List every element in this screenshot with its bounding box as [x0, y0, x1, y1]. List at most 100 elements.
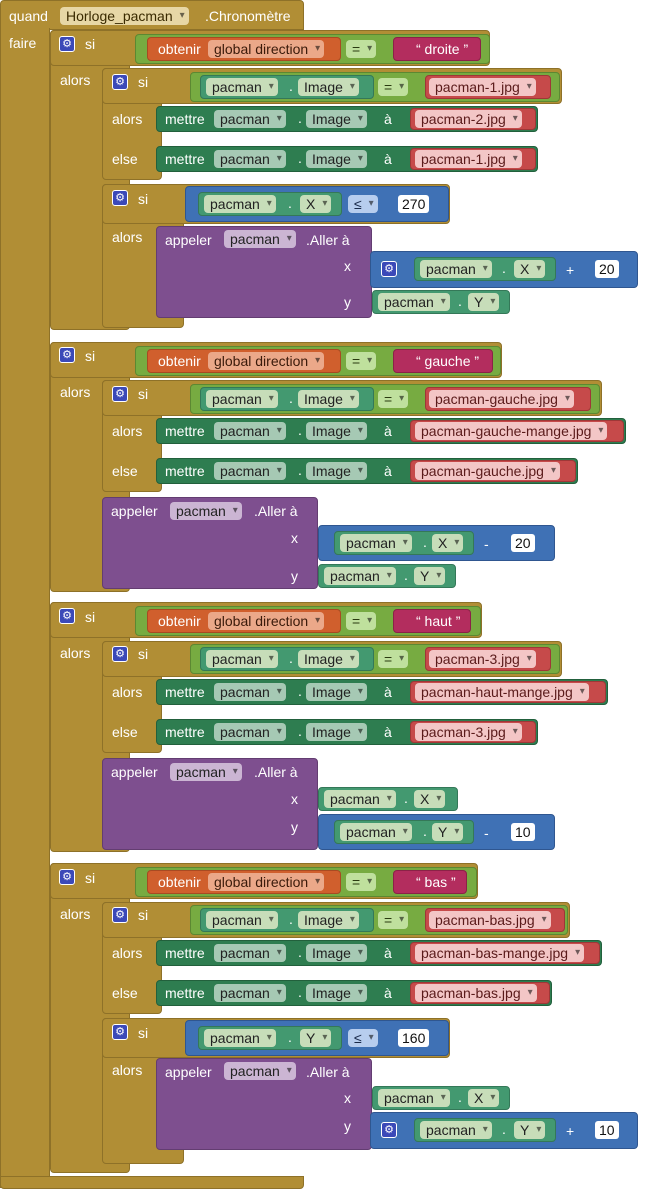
property-dropdown[interactable]: X: [432, 534, 464, 552]
property-dropdown[interactable]: Image: [306, 944, 367, 962]
gear-icon[interactable]: ⚙: [112, 907, 128, 923]
property-dropdown[interactable]: X: [468, 1089, 500, 1107]
compare-operator-dropdown[interactable]: =: [346, 612, 377, 630]
variable-dropdown[interactable]: global direction: [208, 873, 325, 891]
event-component-dropdown[interactable]: Horloge_pacman: [60, 7, 189, 25]
component-dropdown[interactable]: pacman: [214, 462, 286, 480]
gear-icon[interactable]: ⚙: [112, 74, 128, 90]
gear-icon[interactable]: ⚙: [112, 386, 128, 402]
image-asset-dropdown[interactable]: pacman-haut-mange.jpg: [415, 683, 589, 701]
image-asset-dropdown[interactable]: pacman-bas.jpg: [429, 911, 551, 929]
component-dropdown[interactable]: pacman: [170, 502, 242, 520]
component-dropdown[interactable]: pacman: [324, 790, 396, 808]
gear-icon[interactable]: ⚙: [381, 261, 397, 277]
image-asset-dropdown[interactable]: pacman-2.jpg: [415, 110, 522, 128]
property-dropdown[interactable]: X: [414, 790, 446, 808]
variable-dropdown[interactable]: global direction: [208, 612, 325, 630]
component-dropdown[interactable]: pacman: [224, 1062, 296, 1080]
gear-icon[interactable]: ⚙: [381, 1122, 397, 1138]
compare-operator-dropdown[interactable]: ≤: [348, 1029, 378, 1047]
variable-dropdown[interactable]: global direction: [208, 40, 325, 58]
component-dropdown[interactable]: pacman: [214, 422, 286, 440]
number-field[interactable]: 10: [511, 823, 535, 841]
compare-operator-dropdown[interactable]: =: [378, 650, 409, 668]
number-field[interactable]: 20: [511, 534, 535, 552]
property-dropdown[interactable]: Y: [514, 1121, 546, 1139]
component-dropdown[interactable]: pacman: [214, 723, 286, 741]
number-field[interactable]: 10: [595, 1121, 619, 1139]
number-field[interactable]: 270: [398, 195, 430, 213]
component-dropdown[interactable]: pacman: [378, 1089, 450, 1107]
component-dropdown[interactable]: pacman: [214, 984, 286, 1002]
property-dropdown[interactable]: Image: [298, 650, 359, 668]
property-dropdown[interactable]: Image: [306, 462, 367, 480]
property-dropdown[interactable]: Y: [432, 823, 464, 841]
number-field[interactable]: 20: [595, 260, 619, 278]
property-dropdown[interactable]: X: [300, 195, 332, 213]
property-dropdown[interactable]: Image: [306, 150, 367, 168]
text-block-haut[interactable]: [393, 609, 471, 633]
image-asset-dropdown[interactable]: pacman-bas-mange.jpg: [415, 944, 585, 962]
event-block-header[interactable]: [0, 0, 304, 30]
component-dropdown[interactable]: pacman: [224, 230, 296, 248]
text-value[interactable]: “ droite ”: [416, 41, 469, 57]
property-dropdown[interactable]: Image: [306, 984, 367, 1002]
component-dropdown[interactable]: pacman: [214, 683, 286, 701]
image-asset-dropdown[interactable]: pacman-gauche-mange.jpg: [415, 422, 608, 440]
gear-icon[interactable]: ⚙: [112, 646, 128, 662]
gear-icon[interactable]: ⚙: [59, 36, 75, 52]
property-dropdown[interactable]: Y: [414, 567, 446, 585]
property-dropdown[interactable]: Y: [300, 1029, 332, 1047]
component-dropdown[interactable]: pacman: [420, 1121, 492, 1139]
text-value[interactable]: “ bas ”: [416, 874, 456, 890]
component-dropdown[interactable]: pacman: [420, 260, 492, 278]
property-dropdown[interactable]: Image: [298, 911, 359, 929]
component-dropdown[interactable]: pacman: [206, 78, 278, 96]
gear-icon[interactable]: ⚙: [59, 347, 75, 363]
property-dropdown[interactable]: Image: [306, 422, 367, 440]
text-block-droite[interactable]: [393, 37, 481, 61]
component-dropdown[interactable]: pacman: [170, 763, 242, 781]
component-dropdown[interactable]: pacman: [206, 650, 278, 668]
image-asset-dropdown[interactable]: pacman-gauche.jpg: [429, 390, 574, 408]
component-dropdown[interactable]: pacman: [204, 1029, 276, 1047]
text-value[interactable]: “ haut ”: [416, 613, 461, 629]
number-field[interactable]: 160: [398, 1029, 430, 1047]
component-dropdown[interactable]: pacman: [340, 534, 412, 552]
compare-operator-dropdown[interactable]: =: [346, 40, 377, 58]
text-block-bas[interactable]: [393, 870, 467, 894]
compare-operator-dropdown[interactable]: =: [346, 873, 377, 891]
text-block-gauche[interactable]: [393, 349, 493, 373]
property-dropdown[interactable]: Image: [306, 110, 367, 128]
image-asset-dropdown[interactable]: pacman-gauche.jpg: [415, 462, 560, 480]
component-dropdown[interactable]: pacman: [378, 293, 450, 311]
property-dropdown[interactable]: Image: [298, 390, 359, 408]
image-asset-dropdown[interactable]: pacman-1.jpg: [429, 78, 536, 96]
component-dropdown[interactable]: pacman: [214, 150, 286, 168]
compare-operator-dropdown[interactable]: =: [378, 78, 409, 96]
text-value[interactable]: “ gauche ”: [416, 353, 480, 369]
compare-operator-dropdown[interactable]: =: [346, 352, 377, 370]
component-dropdown[interactable]: pacman: [324, 567, 396, 585]
variable-dropdown[interactable]: global direction: [208, 352, 325, 370]
gear-icon[interactable]: ⚙: [59, 608, 75, 624]
image-asset-dropdown[interactable]: pacman-1.jpg: [415, 150, 522, 168]
gear-icon[interactable]: ⚙: [112, 190, 128, 206]
property-dropdown[interactable]: Image: [306, 723, 367, 741]
compare-operator-dropdown[interactable]: =: [378, 911, 409, 929]
image-asset-dropdown[interactable]: pacman-bas.jpg: [415, 984, 537, 1002]
compare-operator-dropdown[interactable]: ≤: [348, 195, 378, 213]
property-dropdown[interactable]: Y: [468, 293, 500, 311]
component-dropdown[interactable]: pacman: [214, 944, 286, 962]
image-asset-dropdown[interactable]: pacman-3.jpg: [415, 723, 522, 741]
property-dropdown[interactable]: Image: [298, 78, 359, 96]
compare-operator-dropdown[interactable]: =: [378, 390, 409, 408]
component-dropdown[interactable]: pacman: [206, 390, 278, 408]
image-asset-dropdown[interactable]: pacman-3.jpg: [429, 650, 536, 668]
property-dropdown[interactable]: Image: [306, 683, 367, 701]
component-dropdown[interactable]: pacman: [214, 110, 286, 128]
component-dropdown[interactable]: pacman: [204, 195, 276, 213]
property-dropdown[interactable]: X: [514, 260, 546, 278]
component-dropdown[interactable]: pacman: [340, 823, 412, 841]
gear-icon[interactable]: ⚙: [59, 869, 75, 885]
